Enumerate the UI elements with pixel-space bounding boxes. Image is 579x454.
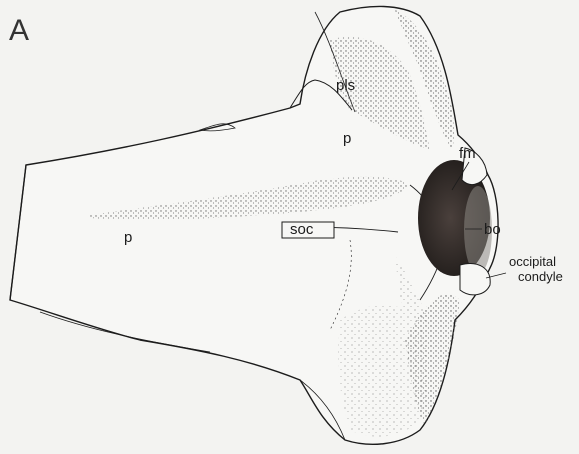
label-occipital: occipital (509, 255, 556, 268)
label-condyle: condyle (518, 270, 563, 283)
label-p-left: p (124, 230, 132, 245)
label-fm: fm (459, 146, 476, 161)
label-soc: soc (290, 222, 313, 237)
label-p-upper: p (343, 131, 351, 146)
label-pls: pls (336, 78, 355, 93)
panel-letter: A (9, 16, 29, 46)
label-bo: bo (484, 222, 501, 237)
